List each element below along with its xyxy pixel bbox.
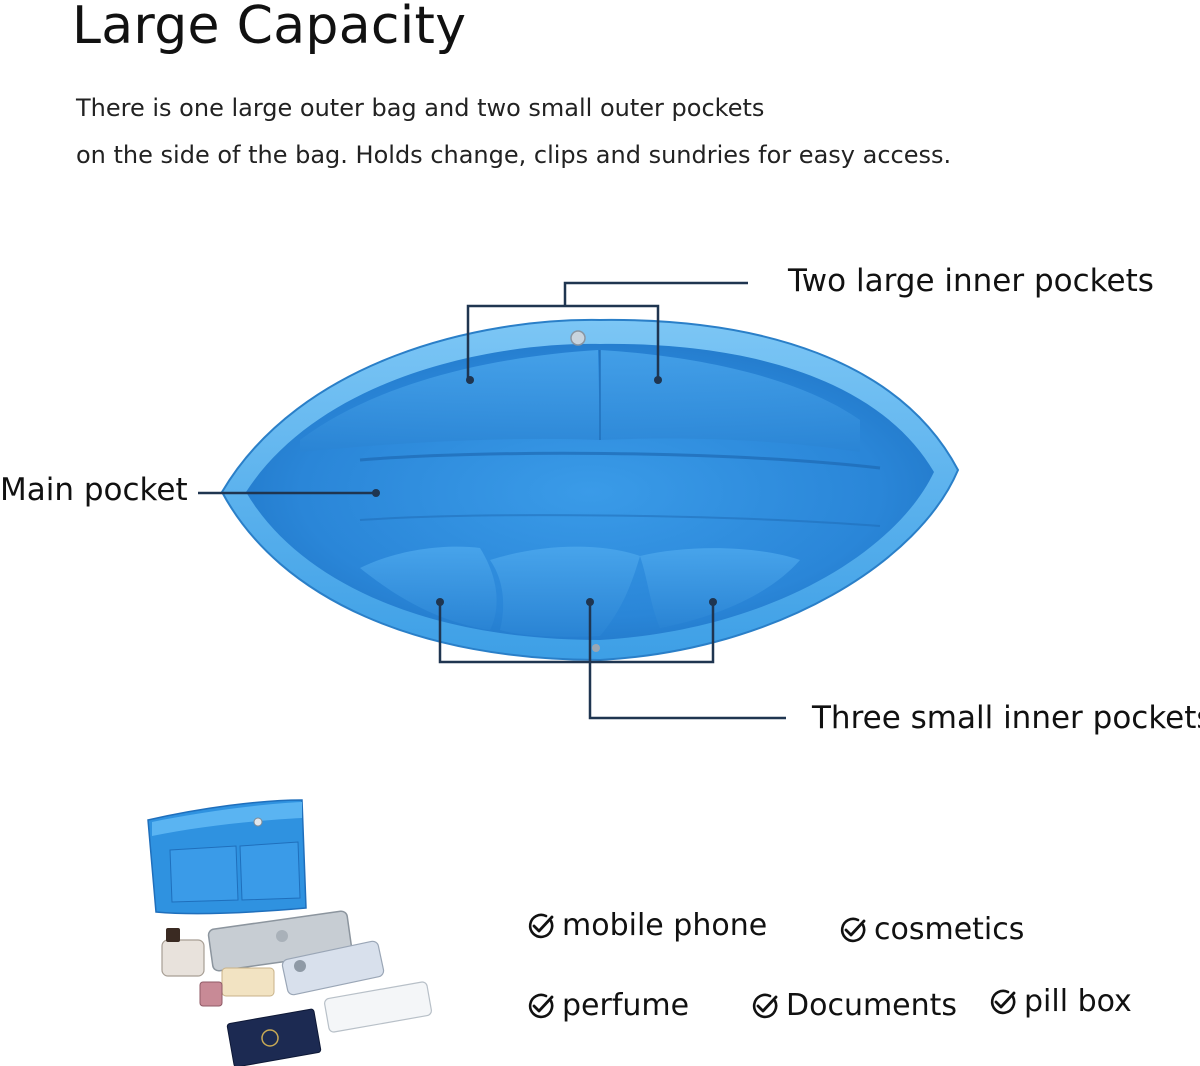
feature-mobile-phone: mobile phone [526,908,767,943]
leader-bottom [438,604,786,720]
description-line-2: on the side of the bag. Holds change, cl… [76,141,952,169]
product-contents-photo [147,799,432,1066]
page-title: Large Capacity [72,0,467,56]
feature-label: cosmetics [874,912,1025,947]
top-pocket-right [600,350,860,452]
feature-pill-box: pill box [988,984,1132,1019]
feature-label: perfume [562,988,690,1023]
feature-cosmetics: cosmetics [838,912,1024,947]
callout-three-small-inner-pockets: Three small inner pockets [812,700,1200,736]
check-circle-icon [528,913,554,938]
callout-two-large-inner-pockets: Two large inner pockets [788,263,1154,299]
check-circle-icon [528,993,554,1018]
feature-perfume: perfume [526,988,689,1023]
center-divider-lower [359,514,881,527]
feature-label: pill box [1024,984,1132,1019]
feature-documents: Documents [750,988,957,1023]
bottom-pocket-2 [490,546,640,637]
callout-main-pocket: Main pocket [0,472,188,508]
check-circle-icon [990,989,1016,1014]
bottom-pocket-3 [640,548,800,628]
top-pocket-left [300,350,600,452]
check-circle-icon [752,993,778,1018]
check-circle-icon [840,917,866,942]
feature-label: mobile phone [562,908,768,943]
feature-label: Documents [786,988,958,1023]
center-divider [359,451,881,470]
snap-button [570,330,586,346]
leader-top [466,281,748,378]
description-line-1: There is one large outer bag and two sma… [76,94,765,122]
bottom-pocket-1 [360,546,497,630]
